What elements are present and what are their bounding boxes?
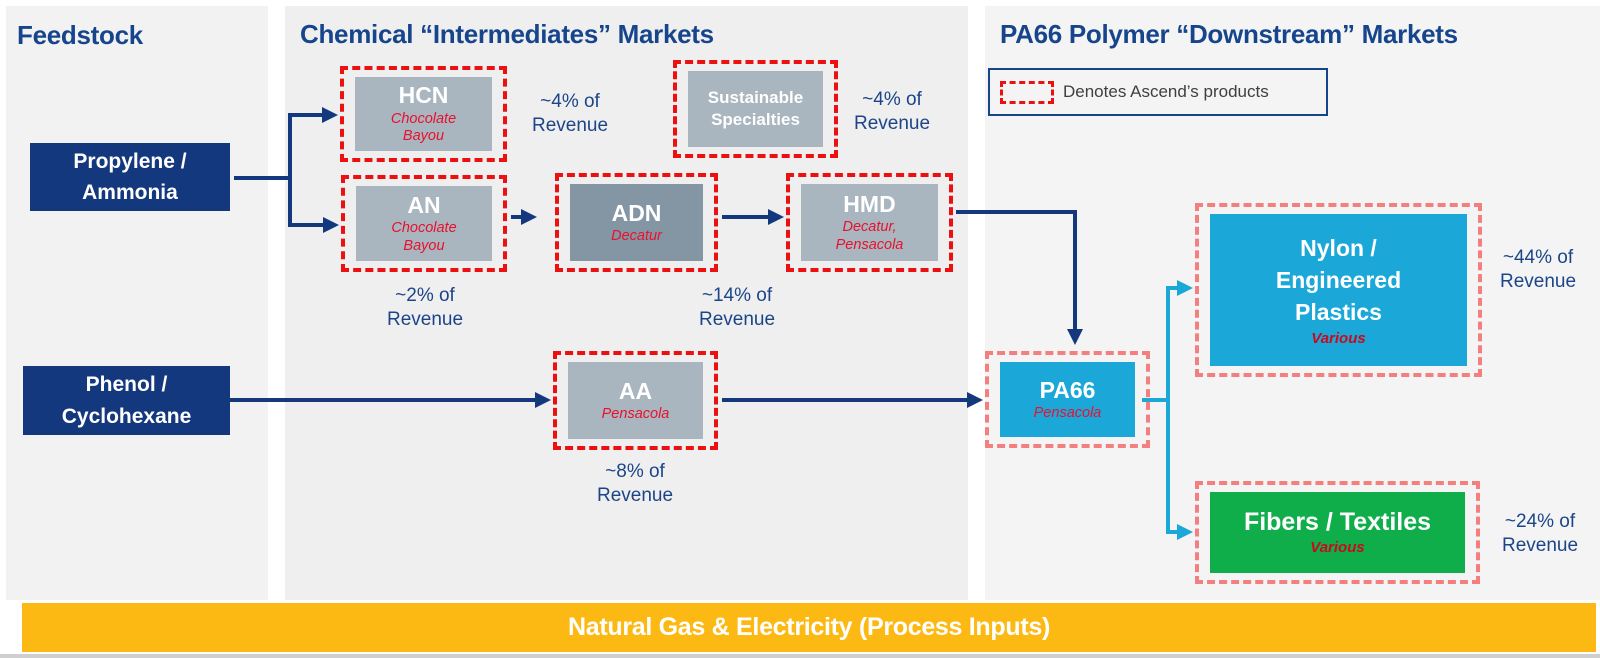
revenue-label-hcn: ~4% of Revenue xyxy=(531,91,609,136)
revenue-label-sustainable: ~4% of Revenue xyxy=(853,89,931,134)
downstream-section-title: PA66 Polymer “Downstream” Markets xyxy=(1000,19,1458,49)
product-node-hmd: HMD Decatur, Pensacola xyxy=(786,173,953,272)
product-node-an: AN Chocolate Bayou xyxy=(341,175,507,272)
hmd-location: Decatur, Pensacola xyxy=(835,219,904,253)
revenue-label-an: ~2% of Revenue xyxy=(386,285,464,330)
legend-label: Denotes Ascend’s products xyxy=(1063,82,1269,101)
adn-location: Decatur xyxy=(611,228,662,245)
bottom-edge-divider xyxy=(0,654,1600,658)
product-node-hcn: HCN Chocolate Bayou xyxy=(340,66,507,162)
aa-box: AA Pensacola xyxy=(568,362,703,439)
nylon-location: Various xyxy=(1311,330,1366,348)
hmd-box: HMD Decatur, Pensacola xyxy=(801,184,938,261)
an-box: AN Chocolate Bayou xyxy=(356,186,492,261)
product-node-fibers-textiles: Fibers / Textiles Various xyxy=(1195,481,1480,584)
an-name: AN xyxy=(407,191,441,218)
nylon-engineered-plastics-box: Nylon / Engineered Plastics Various xyxy=(1210,214,1467,366)
nylon-name: Nylon / Engineered Plastics xyxy=(1275,234,1402,326)
process-inputs-band: Natural Gas & Electricity (Process Input… xyxy=(22,603,1596,652)
hmd-name: HMD xyxy=(843,190,896,217)
product-node-pa66: PA66 Pensacola xyxy=(985,351,1150,448)
fibers-textiles-box: Fibers / Textiles Various xyxy=(1210,492,1465,573)
intermediates-section-title: Chemical “Intermediates” Markets xyxy=(300,19,714,49)
pa66-box: PA66 Pensacola xyxy=(1000,362,1135,437)
aa-location: Pensacola xyxy=(601,406,670,423)
sustainable-specialties-name: Sustainable Specialties xyxy=(707,87,804,129)
pa66-location: Pensacola xyxy=(1033,405,1102,422)
feedstock-box-phenol-cyclohexane: Phenol / Cyclohexane xyxy=(23,366,230,435)
legend-box: Denotes Ascend’s products xyxy=(988,68,1328,116)
adn-box: ADN Decatur xyxy=(570,184,703,261)
feedstock-column-background xyxy=(6,6,268,600)
revenue-label-fibers: ~24% of Revenue xyxy=(1501,511,1579,556)
sustainable-specialties-box: Sustainable Specialties xyxy=(688,71,823,147)
process-inputs-label: Natural Gas & Electricity (Process Input… xyxy=(567,613,1050,641)
product-node-nylon-engineered-plastics: Nylon / Engineered Plastics Various xyxy=(1195,203,1482,377)
red-dashed-swatch-icon xyxy=(1000,80,1054,104)
fibers-name: Fibers / Textiles xyxy=(1243,508,1432,537)
revenue-label-aa: ~8% of Revenue xyxy=(596,461,674,506)
feedstock-section-title: Feedstock xyxy=(17,20,143,50)
an-location: Chocolate Bayou xyxy=(391,220,457,254)
aa-name: AA xyxy=(618,377,653,404)
hcn-location: Chocolate Bayou xyxy=(390,110,457,145)
pa66-name: PA66 xyxy=(1039,376,1096,403)
feedstock-box-propylene-ammonia: Propylene / Ammonia xyxy=(30,143,230,211)
product-node-sustainable-specialties: Sustainable Specialties xyxy=(673,60,838,158)
adn-name: ADN xyxy=(611,199,662,226)
revenue-label-nylon: ~44% of Revenue xyxy=(1499,247,1577,292)
hcn-box: HCN Chocolate Bayou xyxy=(355,77,492,151)
revenue-label-adn: ~14% of Revenue xyxy=(698,285,776,330)
product-node-aa: AA Pensacola xyxy=(553,351,718,450)
fibers-location: Various xyxy=(1310,538,1365,556)
product-node-adn: ADN Decatur xyxy=(555,173,718,272)
hcn-name: HCN xyxy=(398,82,449,109)
